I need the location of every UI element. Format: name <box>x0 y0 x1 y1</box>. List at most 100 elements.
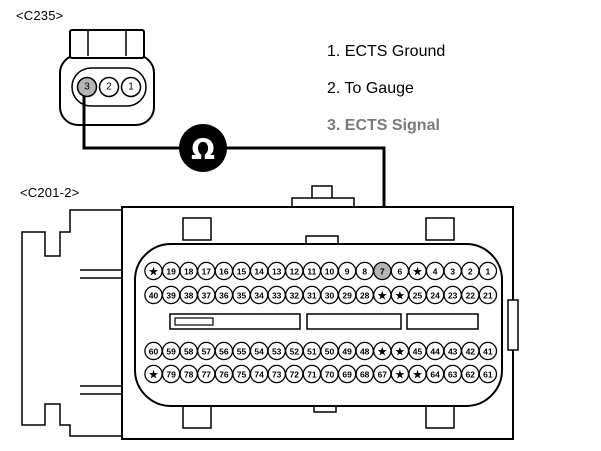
legend-item-ects-ground: 1. ECTS Ground <box>327 43 446 60</box>
c201-2-pin: 69 <box>337 364 357 384</box>
c201-2-pin: 78 <box>179 364 198 384</box>
c201-2-pin: 42 <box>461 341 480 361</box>
c235-pin-1: 1 <box>120 76 142 98</box>
c201-2-pin: 32 <box>285 285 304 305</box>
c235-pin-1-label: 1 <box>128 82 134 93</box>
c201-2-pin: 39 <box>161 285 181 305</box>
c201-2-pin-label: 60 <box>149 347 159 357</box>
c201-2-pin: ★ <box>390 285 410 305</box>
c201-2-pin-label: 35 <box>237 291 247 301</box>
c201-2-pin-label: 7 <box>380 267 385 277</box>
c201-2-pin-label: 42 <box>466 347 476 357</box>
c201-2-pin: 54 <box>249 341 269 361</box>
c201-2-pin-label: 22 <box>466 291 476 301</box>
c201-2-pin-label: 55 <box>237 347 247 357</box>
c201-2-pin-label: 4 <box>433 267 438 277</box>
c201-2-pin: 13 <box>267 261 286 281</box>
c201-2-pin: 41 <box>478 341 498 361</box>
c201-2-pin: 51 <box>302 341 322 361</box>
c201-2-pin: 3 <box>443 261 462 281</box>
c201-2-pin-label: 76 <box>219 370 229 380</box>
legend-item-ects-signal: 3. ECTS Signal <box>327 117 440 134</box>
c201-2-pin-label: 78 <box>184 370 194 380</box>
c235-pin-2-label: 2 <box>106 82 112 93</box>
c201-2-pin-label: 56 <box>219 347 229 357</box>
c201-2-pin-label: 67 <box>378 370 388 380</box>
c201-2-pin-label: ★ <box>148 368 159 382</box>
c201-2-pin-label: 52 <box>290 347 300 357</box>
c201-2-pin: 60 <box>144 341 163 361</box>
c201-2-pin-label: 41 <box>483 347 493 357</box>
c235-pin-3: 3 <box>76 76 98 98</box>
c201-2-pin-circle <box>478 285 498 305</box>
c201-2-pin-label: 32 <box>290 291 300 301</box>
c201-2-pin-label: 68 <box>360 370 370 380</box>
c201-2-pin-label: 25 <box>413 291 423 301</box>
c201-2-pin-label: ★ <box>395 345 406 359</box>
c201-2-pin: 17 <box>197 261 216 281</box>
c201-2-pin: 14 <box>249 261 269 281</box>
c201-2-pin-label: ★ <box>377 345 388 359</box>
c201-2-pin-label: 72 <box>290 370 300 380</box>
c201-2-pin: 55 <box>232 341 251 361</box>
c201-2-pin-label: 1 <box>486 267 491 277</box>
c201-2-pin-label: ★ <box>412 368 423 382</box>
c201-2-pin-label: 38 <box>184 291 194 301</box>
c201-2-pin: 16 <box>214 261 234 281</box>
c201-2-pin-label: 71 <box>307 370 317 380</box>
c201-2-pin: 63 <box>443 364 462 384</box>
c201-2-pin: 45 <box>408 341 427 361</box>
c201-2-pin: 29 <box>337 285 357 305</box>
c201-2-pin-label: 23 <box>448 291 458 301</box>
c201-2-pin-label: 39 <box>166 291 176 301</box>
c201-2-pin-label: 18 <box>184 267 194 277</box>
c201-2-pin-label: 30 <box>325 291 335 301</box>
c201-2-pin: 28 <box>355 285 374 305</box>
c201-2-pin: 49 <box>337 341 357 361</box>
c201-2-pin: 7 <box>373 261 392 281</box>
c201-2-pin: ★ <box>144 261 163 281</box>
c201-2-pin-label: 19 <box>166 267 176 277</box>
c201-2-pin: ★ <box>408 261 427 281</box>
c201-2-pin-label: 29 <box>342 291 352 301</box>
c235-connector-label: <C235> <box>16 8 64 23</box>
c201-2-pin-label: 11 <box>307 267 316 277</box>
c201-2-pin-circle <box>478 364 498 384</box>
c201-2-pin: 10 <box>320 261 339 281</box>
c201-2-pin-label: 64 <box>430 370 440 380</box>
c201-2-pin: 31 <box>302 285 322 305</box>
c201-2-pin-label: 10 <box>325 267 335 277</box>
c201-2-pin: 64 <box>425 364 445 384</box>
c201-2-pin: 2 <box>461 261 480 281</box>
c201-2-pin: 25 <box>408 285 427 305</box>
c201-2-pin-label: 12 <box>290 267 300 277</box>
c201-2-pin-label: 63 <box>448 370 458 380</box>
c201-2-pin: 59 <box>161 341 181 361</box>
c201-2-pin-label: 61 <box>483 370 493 380</box>
c201-2-pin-label: 77 <box>202 370 212 380</box>
c201-2-pin: 23 <box>443 285 462 305</box>
c201-2-pin-label: 37 <box>202 291 212 301</box>
c201-2-pin-label: 75 <box>237 370 247 380</box>
c201-2-pin: 53 <box>267 341 286 361</box>
c201-2-pin: 24 <box>425 285 445 305</box>
c201-2-pin-label: 43 <box>448 347 458 357</box>
c201-2-pin: 56 <box>214 341 234 361</box>
c201-2-pin: 35 <box>232 285 251 305</box>
c201-2-pin: 57 <box>197 341 216 361</box>
c201-2-pin: 61 <box>478 364 498 384</box>
c201-2-pin: 33 <box>267 285 286 305</box>
ohm-symbol: Ω <box>191 134 215 167</box>
c201-2-pin-label: 13 <box>272 267 282 277</box>
c201-2-pin: 6 <box>390 261 410 281</box>
c201-2-pin: 67 <box>373 364 392 384</box>
c201-2-pin: 71 <box>302 364 322 384</box>
c201-2-pin: 34 <box>249 285 269 305</box>
c201-2-pin: 75 <box>232 364 251 384</box>
c201-2-pin-label: 54 <box>254 347 264 357</box>
c201-2-pin-label: 28 <box>360 291 370 301</box>
c201-2-pin: ★ <box>373 341 392 361</box>
c201-2-pin-label: 33 <box>272 291 282 301</box>
